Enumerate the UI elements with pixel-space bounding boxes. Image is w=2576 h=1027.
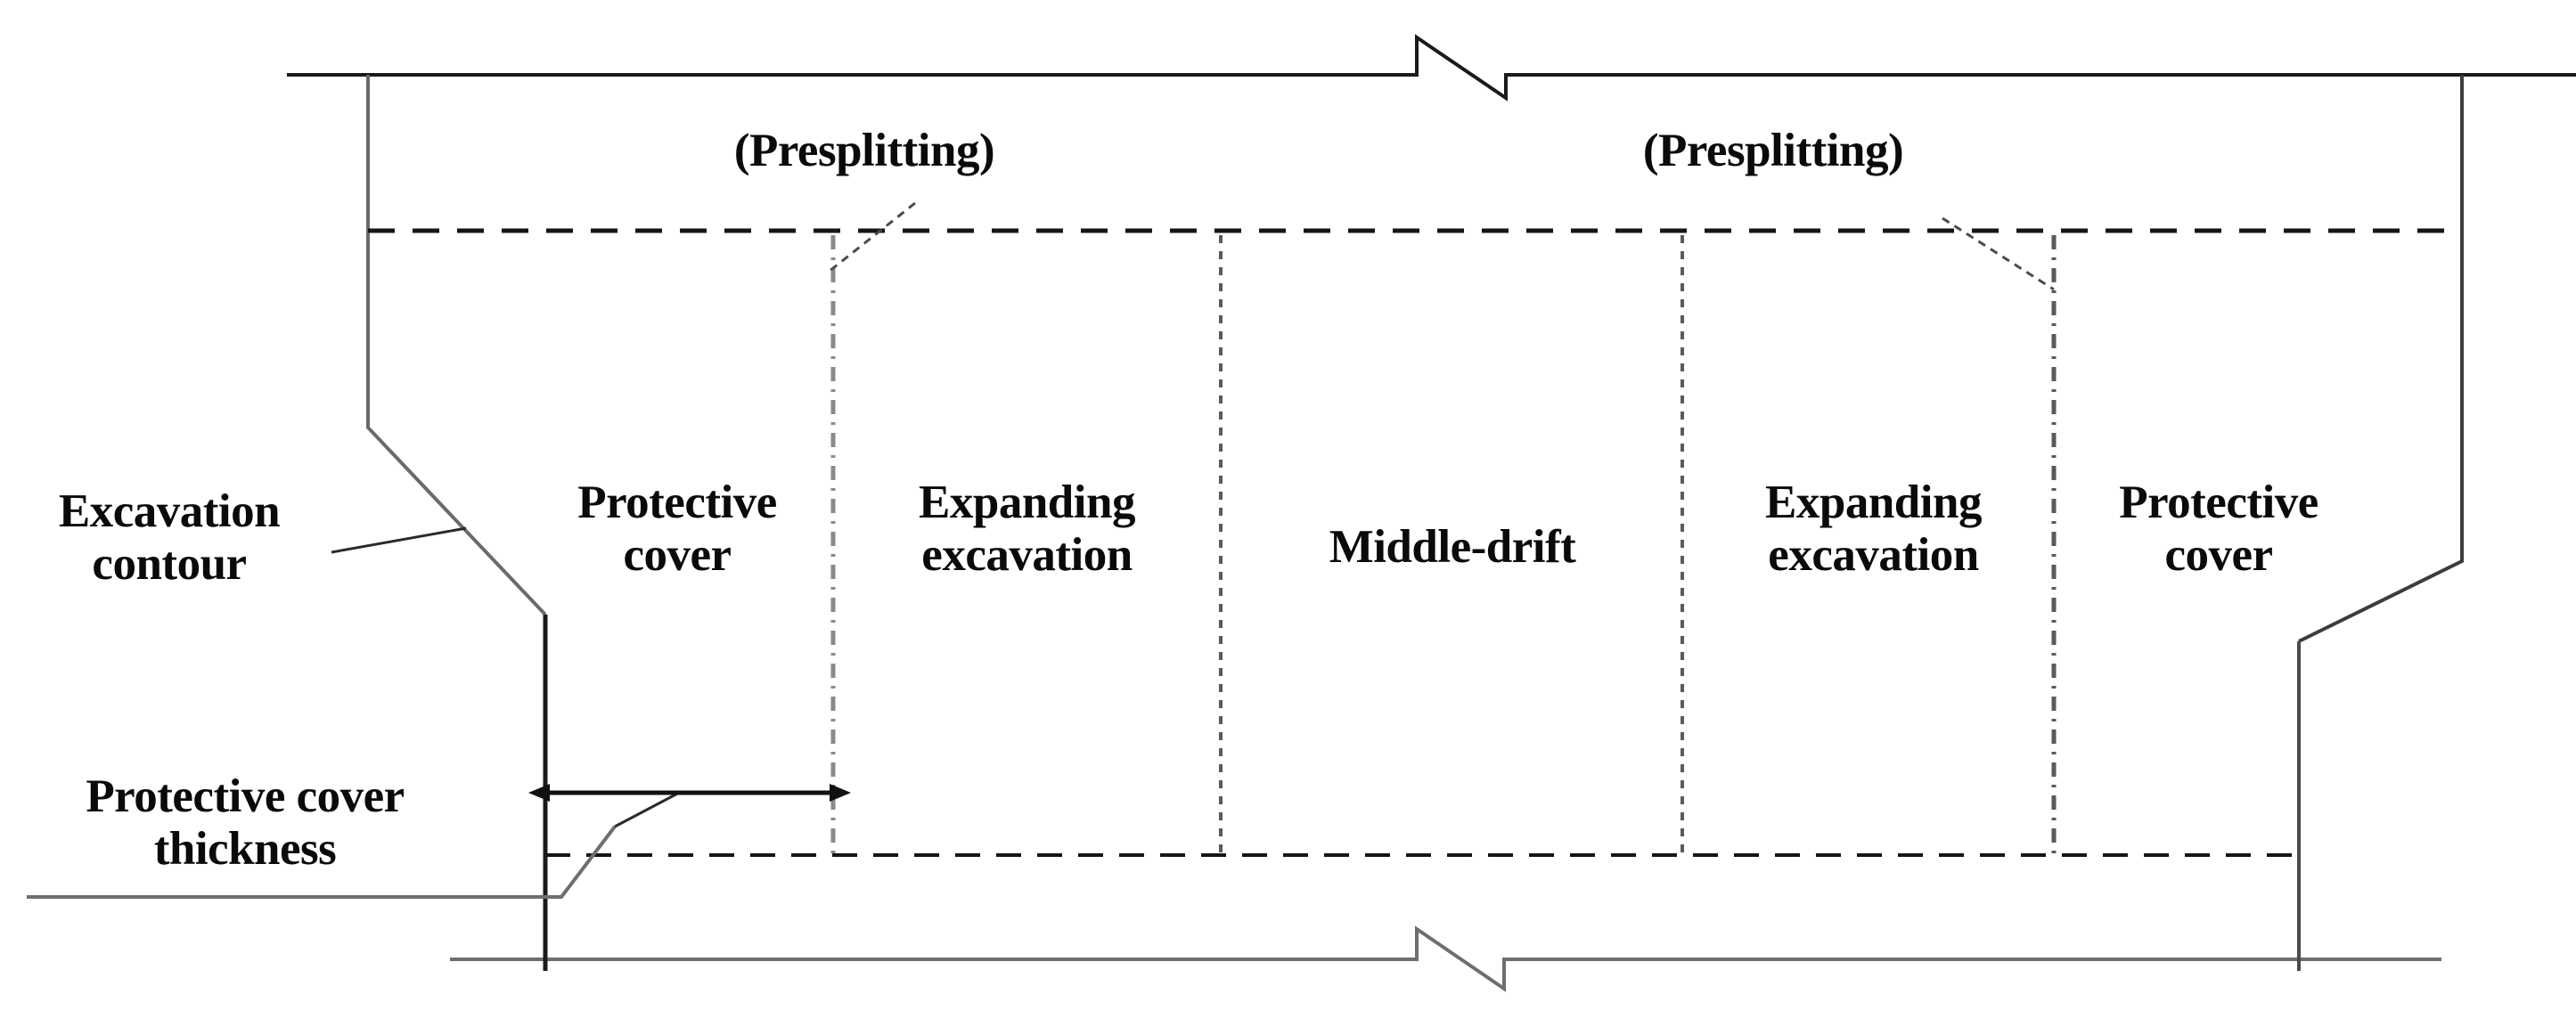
leader-excavation-contour	[331, 526, 467, 554]
label-zone-protective-cover-left: Protective cover	[577, 477, 777, 582]
label-excavation-contour: Excavation contour	[58, 485, 281, 591]
label-zone-middle-drift: Middle-drift	[1329, 521, 1576, 573]
leader-presplitting-left	[828, 201, 916, 273]
top-ground-line	[287, 34, 2576, 102]
label-zone-expanding-excavation-left: Expanding excavation	[919, 477, 1135, 582]
label-presplitting-left: (Presplitting)	[733, 125, 995, 176]
bottom-ground-line	[450, 925, 2441, 992]
label-presplitting-right: (Presplitting)	[1642, 125, 1904, 176]
label-zone-expanding-excavation-right: Expanding excavation	[1765, 477, 1982, 582]
label-protective-cover-thickness: Protective cover thickness	[86, 770, 405, 876]
excavation-contour-right	[2297, 75, 2464, 971]
leader-presplitting-right	[1942, 216, 2055, 291]
label-zone-protective-cover-right: Protective cover	[2119, 477, 2318, 582]
